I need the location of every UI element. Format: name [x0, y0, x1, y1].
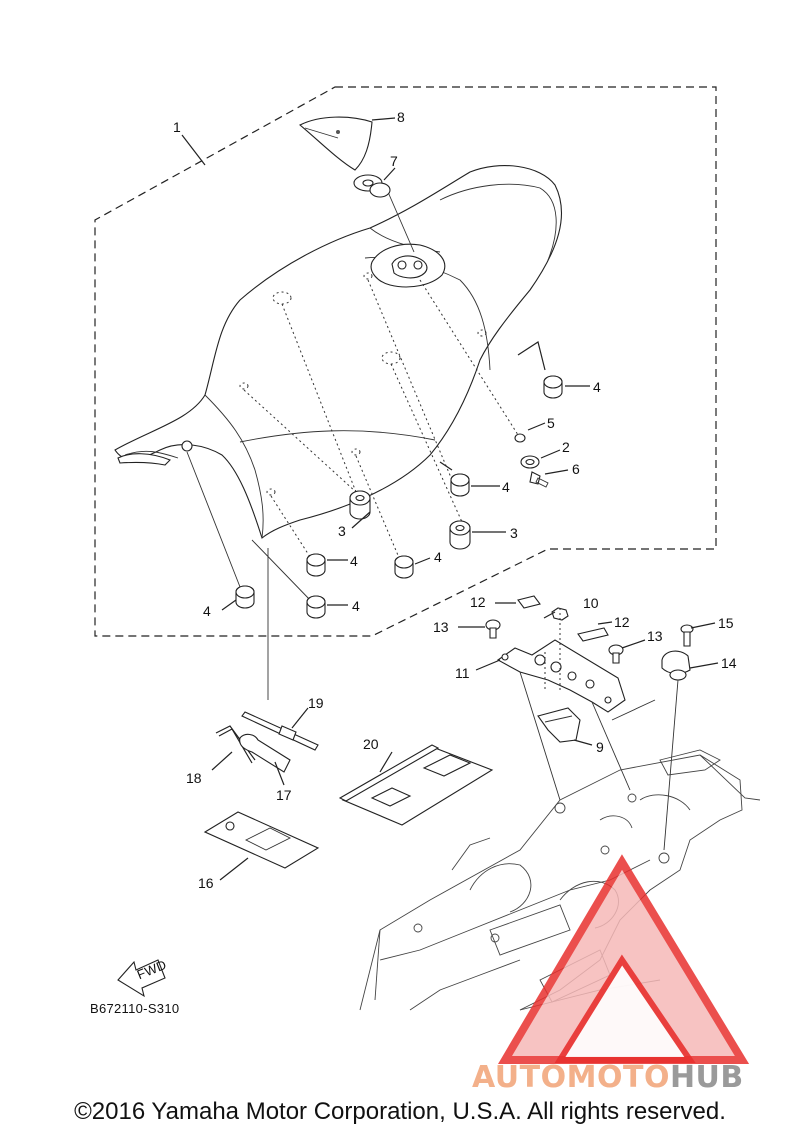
callout-2: 2	[562, 439, 570, 455]
callout-4b: 4	[502, 479, 510, 495]
small-hardware	[514, 433, 549, 488]
diagram-code: B672110-S310	[90, 1001, 179, 1016]
callout-leaders	[181, 117, 719, 881]
callout-4f: 4	[352, 598, 360, 614]
callout-7: 7	[390, 153, 398, 169]
logo-text: AUTOMOTOHUB	[472, 1060, 744, 1095]
callout-3b: 3	[510, 525, 518, 541]
callout-15: 15	[718, 615, 734, 631]
callout-4c: 4	[350, 553, 358, 569]
mount-leaders	[186, 191, 521, 603]
callout-13a: 13	[433, 619, 449, 635]
callout-5: 5	[547, 415, 555, 431]
callout-18: 18	[186, 770, 202, 786]
damper-parts	[235, 375, 563, 619]
callout-4e: 4	[203, 603, 211, 619]
callout-3a: 3	[338, 523, 346, 539]
callout-11: 11	[455, 665, 470, 681]
callout-10: 10	[583, 595, 599, 611]
fwd-arrow: FWD	[117, 957, 169, 998]
callout-12a: 12	[470, 594, 486, 610]
callout-labels: 1 2 3 3 4 4 4 4 4 4 5 6 7 8 9 10 11 12 1…	[173, 109, 737, 891]
grommet	[353, 174, 391, 198]
callout-16: 16	[198, 875, 214, 891]
callout-19: 19	[308, 695, 324, 711]
callout-9: 9	[596, 739, 604, 755]
seat	[114, 165, 563, 539]
callout-8: 8	[397, 109, 405, 125]
copyright-notice: ©2016 Yamaha Motor Corporation, U.S.A. A…	[74, 1098, 726, 1125]
tool-kit	[203, 548, 494, 869]
callout-14: 14	[721, 655, 737, 671]
callout-4a: 4	[593, 379, 601, 395]
callout-17: 17	[276, 787, 292, 803]
callout-4d: 4	[434, 549, 442, 565]
seat-lock-cover	[299, 116, 373, 171]
automotohub-logo: AUTOMOTOHUB	[472, 854, 750, 1095]
callout-1: 1	[173, 119, 181, 135]
callout-20: 20	[363, 736, 379, 752]
callout-12b: 12	[614, 614, 630, 630]
assembly-boundary	[94, 86, 717, 637]
stay-bracket	[485, 595, 694, 851]
callout-6: 6	[572, 461, 580, 477]
callout-13b: 13	[647, 628, 663, 644]
